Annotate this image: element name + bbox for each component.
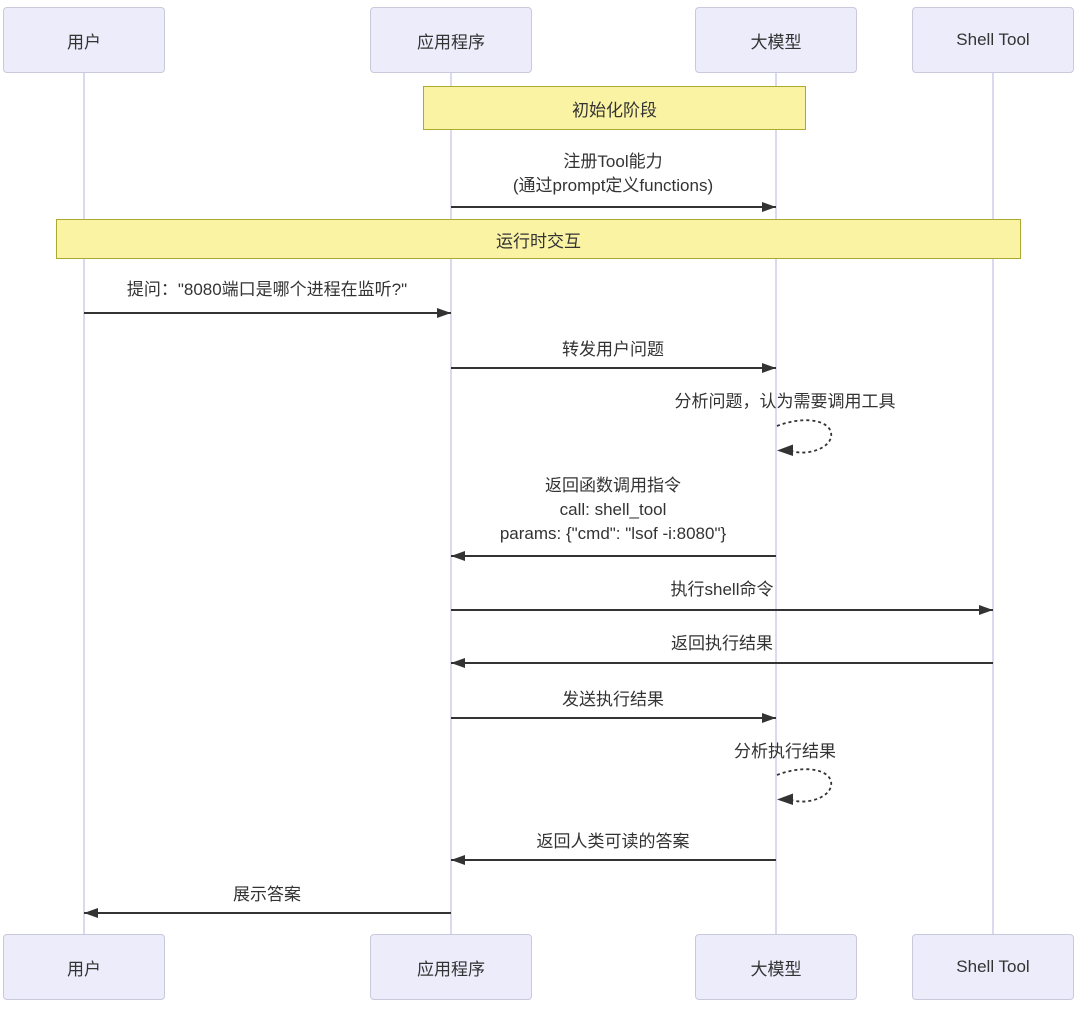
lifeline-shell	[992, 72, 994, 935]
message-arrow-send-result	[451, 713, 776, 723]
participant-label: 应用程序	[417, 959, 485, 979]
message-label-return-result: 返回执行结果	[671, 634, 773, 653]
participant-label: Shell Tool	[956, 30, 1030, 49]
participant-shell-top: Shell Tool	[912, 7, 1074, 73]
participant-label: 应用程序	[417, 32, 485, 52]
participant-shell-bottom: Shell Tool	[912, 934, 1074, 1000]
participant-llm-top: 大模型	[695, 7, 857, 73]
message-label-analyze-question: 分析问题，认为需要调用工具	[674, 392, 896, 411]
message-arrow-return-result	[451, 658, 993, 668]
section-label: 初始化阶段	[572, 100, 657, 120]
participant-user-top: 用户	[3, 7, 165, 73]
message-arrow-return-answer	[451, 855, 776, 865]
message-label-execute-shell: 执行shell命令	[670, 580, 774, 599]
message-label-ask-question: 提问："8080端口是哪个进程在监听?"	[126, 280, 408, 299]
participant-label: 大模型	[750, 959, 802, 979]
self-loop-arrow-analyze-result	[776, 768, 832, 805]
participant-user-bottom: 用户	[3, 934, 165, 1000]
participant-label: Shell Tool	[956, 957, 1030, 976]
lifeline-llm	[775, 72, 777, 935]
participant-label: 用户	[67, 32, 101, 52]
message-label-function-call: 返回函数调用指令 call: shell_tool params: {"cmd"…	[499, 476, 727, 544]
message-label-return-answer: 返回人类可读的答案	[536, 832, 690, 851]
message-arrow-register-tool	[451, 202, 776, 212]
participant-llm-bottom: 大模型	[695, 934, 857, 1000]
lifeline-user	[83, 72, 85, 935]
section-banner-runtime: 运行时交互	[56, 219, 1021, 259]
self-loop-arrow-analyze-question	[776, 419, 832, 456]
message-arrow-show-answer	[84, 908, 451, 918]
message-label-show-answer: 展示答案	[233, 885, 301, 904]
section-banner-init: 初始化阶段	[423, 86, 806, 130]
message-label-register-tool: 注册Tool能力 (通过prompt定义functions)	[512, 152, 714, 196]
participant-label: 用户	[67, 959, 101, 979]
message-label-analyze-result: 分析执行结果	[734, 742, 836, 761]
participant-label: 大模型	[750, 32, 802, 52]
message-arrow-ask-question	[84, 308, 451, 318]
participant-app-top: 应用程序	[370, 7, 532, 73]
participant-app-bottom: 应用程序	[370, 934, 532, 1000]
lifeline-app	[450, 72, 452, 935]
message-arrow-execute-shell	[451, 605, 993, 615]
message-label-send-result: 发送执行结果	[562, 690, 664, 709]
message-arrow-forward-question	[451, 363, 776, 373]
section-label: 运行时交互	[496, 231, 581, 251]
message-label-forward-question: 转发用户问题	[562, 340, 664, 359]
message-arrow-function-call	[451, 551, 776, 561]
